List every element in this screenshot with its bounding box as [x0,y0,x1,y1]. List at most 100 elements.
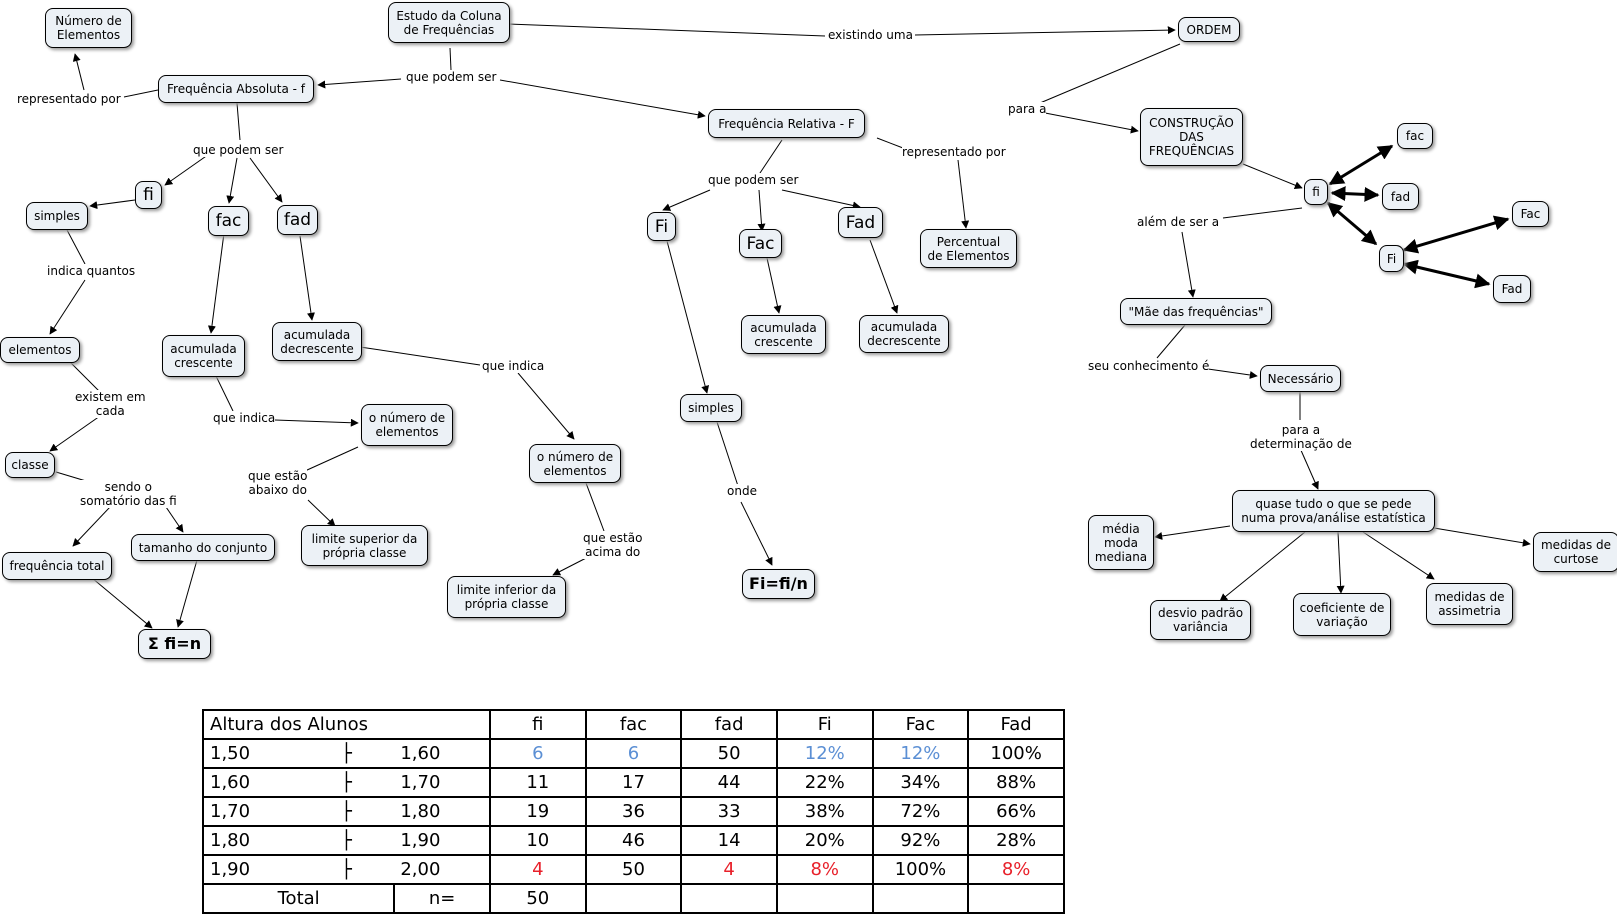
concept-fi-small[interactable]: fi [1304,179,1328,205]
concept-Fad-small[interactable]: Fad [1493,275,1531,303]
column-header-Fad: Fad [967,709,1065,740]
concept-numero-elementos-1[interactable]: o número de elementos [361,404,453,446]
n-value: 50 [488,883,587,914]
column-header-Fi: Fi [775,709,874,740]
fad-cell: 50 [680,738,778,769]
concept-acumulada-decrescente-abs[interactable]: acumulada decrescente [272,322,362,361]
fad-cell: 44 [680,767,778,798]
concept-fac-abs[interactable]: fac [208,206,249,236]
Fad-cell: 8% [967,854,1065,885]
class-upper-bound: 1,80 [394,796,491,827]
concept-construcao[interactable]: CONSTRUÇÃO DAS FREQUÊNCIAS [1140,108,1243,166]
empty-cell [967,883,1065,914]
link-label: sendo o somatório das fi [80,480,177,508]
class-lower-bound: 1,70 [202,796,299,827]
interval-symbol: ├ [298,825,395,856]
concept-simples-abs[interactable]: simples [26,202,88,230]
Fi-cell: 22% [775,767,874,798]
empty-cell [775,883,874,914]
concept-Fac-rel[interactable]: Fac [739,229,782,258]
concept-ordem[interactable]: ORDEM [1178,17,1240,42]
link-label: existem em cada [75,390,146,418]
Fad-cell: 66% [967,796,1065,827]
concept-frequencia-relativa[interactable]: Frequência Relativa - F [708,109,865,138]
concept-numero-elementos-2[interactable]: o número de elementos [529,444,621,483]
concept-quase-tudo[interactable]: quase tudo o que se pede numa prova/anál… [1232,490,1435,532]
class-lower-bound: 1,50 [202,738,299,769]
concept-Fi-rel[interactable]: Fi [647,212,676,241]
concept-necessario[interactable]: Necessário [1260,365,1341,392]
fac-cell: 36 [584,796,683,827]
concept-acumulada-crescente-abs[interactable]: acumulada crescente [162,335,245,377]
fac-cell: 50 [584,854,683,885]
Fac-cell: 100% [871,854,970,885]
concept-fac-small[interactable]: fac [1397,123,1433,149]
concept-acumulada-decrescente-rel[interactable]: acumulada decrescente [859,315,949,353]
concept-somatorio-fi[interactable]: Σ fi=n [138,629,211,659]
concept-simples-rel[interactable]: simples [680,394,742,422]
concept-Fi-small[interactable]: Fi [1379,245,1404,272]
concept-estudo[interactable]: Estudo da Coluna de Frequências [388,2,510,43]
link-label: para a [1008,102,1047,116]
Fac-cell: 92% [871,825,970,856]
concept-acumulada-crescente-rel[interactable]: acumulada crescente [741,315,826,354]
Fad-cell: 28% [967,825,1065,856]
interval-symbol: ├ [298,796,395,827]
table-row: 1,60 ├ 1,70 11 17 44 22% 34% 88% [202,767,1065,798]
column-header-Fac: Fac [871,709,970,740]
interval-symbol: ├ [298,738,395,769]
column-header-fad: fad [680,709,778,740]
concept-Fac-small[interactable]: Fac [1512,201,1549,227]
concept-coeficiente-variacao[interactable]: coeficiente de variação [1293,593,1391,636]
concept-percentual[interactable]: Percentual de Elementos [920,229,1017,268]
concept-fad-small[interactable]: fad [1382,183,1419,210]
link-label: que podem ser [193,143,284,157]
interval-symbol: ├ [298,854,395,885]
concept-tamanho-conjunto[interactable]: tamanho do conjunto [131,534,275,561]
concept-medidas-assimetria[interactable]: medidas de assimetria [1426,583,1513,625]
Fi-cell: 20% [775,825,874,856]
concept-frequencia-total[interactable]: frequência total [2,552,112,580]
concept-fi-abs[interactable]: fi [135,181,162,209]
concept-elementos[interactable]: elementos [0,337,80,363]
table-header-row: Altura dos Alunos fi fac fad Fi Fac Fad [202,709,1065,740]
concept-medidas-curtose[interactable]: medidas de curtose [1533,532,1617,572]
concept-limite-inferior[interactable]: limite inferior da própria classe [447,576,566,618]
empty-cell [584,883,683,914]
fac-cell: 46 [584,825,683,856]
Fac-cell: 12% [871,738,970,769]
column-header-fac: fac [584,709,683,740]
concept-frequencia-absoluta[interactable]: Frequência Absoluta - f [158,75,314,103]
fi-cell: 6 [488,738,587,769]
class-upper-bound: 1,60 [394,738,491,769]
link-label: que estão acima do [583,531,643,559]
fi-cell: 4 [488,854,587,885]
fad-cell: 14 [680,825,778,856]
table-row: 1,80 ├ 1,90 10 46 14 20% 92% 28% [202,825,1065,856]
concept-mae-das-frequencias[interactable]: "Mãe das frequências" [1120,298,1272,325]
interval-symbol: ├ [298,767,395,798]
table-row: 1,70 ├ 1,80 19 36 33 38% 72% 66% [202,796,1065,827]
link-label: para a determinação de [1250,423,1352,451]
fac-cell: 17 [584,767,683,798]
link-label: além de ser a [1137,215,1220,229]
concept-formula-Fi[interactable]: Fi=fi/n [742,569,815,599]
class-upper-bound: 1,90 [394,825,491,856]
concept-media-moda-mediana[interactable]: média moda mediana [1088,515,1154,570]
concept-fad-abs[interactable]: fad [277,205,318,235]
link-label: que podem ser [708,173,799,187]
concept-desvio-padrao[interactable]: desvio padrão variância [1150,600,1251,640]
Fi-cell: 8% [775,854,874,885]
column-header-altura: Altura dos Alunos [202,709,491,740]
link-label: seu conhecimento é [1088,359,1210,373]
link-label: que indica [482,359,545,373]
concept-classe[interactable]: classe [5,452,55,478]
concept-numero-elementos[interactable]: Número de Elementos [45,8,132,48]
table-total-row: Total n= 50 [201,883,1065,914]
concept-Fad-rel[interactable]: Fad [838,207,883,238]
Fad-cell: 100% [967,738,1065,769]
class-lower-bound: 1,60 [202,767,299,798]
concept-limite-superior[interactable]: limite superior da própria classe [301,525,428,566]
class-upper-bound: 2,00 [394,854,491,885]
